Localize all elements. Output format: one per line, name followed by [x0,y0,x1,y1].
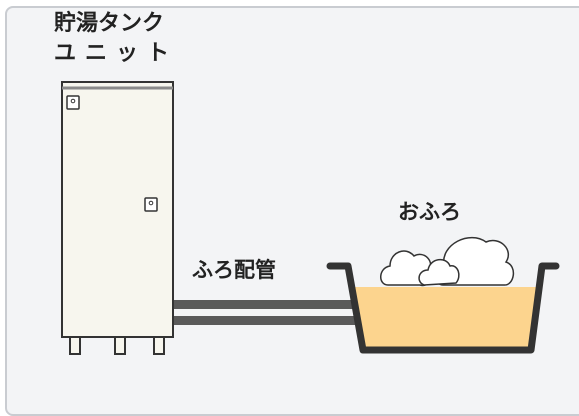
bath-label: おふろ [398,200,461,224]
pipe-label: ふろ配管 [192,258,276,282]
steam-clouds [380,236,515,287]
bath-system-diagram [61,81,560,355]
tank-leg-right [153,336,165,355]
storage-tank-unit [61,81,174,355]
tank-leg-middle [114,336,126,355]
pipe-lower [172,316,362,325]
bath-water [352,287,538,348]
tank-title-line2: ユニット [54,41,179,66]
bathtub-outline [326,262,560,354]
tank-panel-side-knob [148,200,154,206]
tank-leg-left [69,336,81,355]
pipe-upper [172,300,362,309]
tank-title-line1: 貯湯タンク [54,11,165,36]
tank-panel-top-knob [70,98,76,104]
bath-pipes [172,300,362,325]
steam-cloud-small [418,258,460,286]
bathtub [326,236,560,354]
